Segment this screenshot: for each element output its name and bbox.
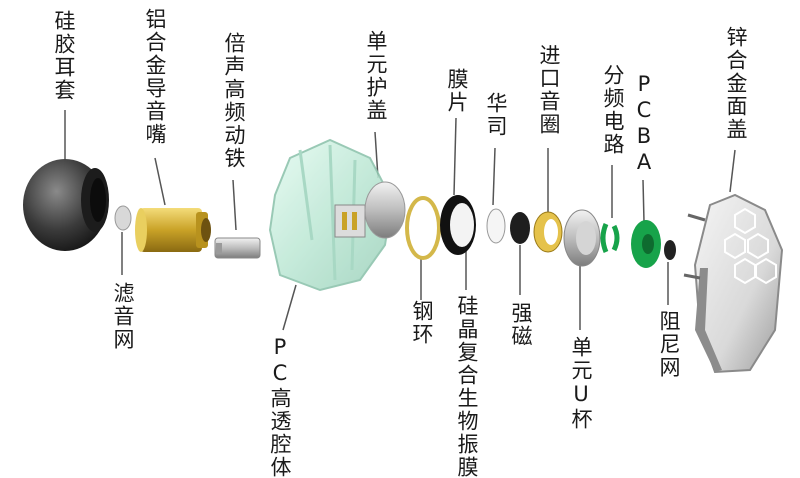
label-steel-ring: 钢环 xyxy=(410,300,434,346)
driver-cover-shape xyxy=(364,181,406,239)
steel-ring-shape xyxy=(405,196,441,260)
label-cavity: PC高透腔体 xyxy=(268,335,292,478)
ba-driver-shape xyxy=(214,237,261,259)
label-sound-ring: 进口音圈 xyxy=(537,44,561,136)
faceplate-shape xyxy=(683,193,784,374)
label-magnet: 强磁 xyxy=(509,302,533,348)
nozzle-shape xyxy=(135,208,211,252)
driver-cup-shape xyxy=(563,209,601,267)
label-driver-cover: 单元护盖 xyxy=(364,30,388,122)
filter-mesh-shape xyxy=(114,205,132,231)
washer-shape xyxy=(486,208,506,244)
label-damping-mesh: 阻尼网 xyxy=(657,310,681,379)
pcba-shape xyxy=(631,220,661,268)
label-membrane: 膜片 xyxy=(445,68,469,114)
sound-ring-shape xyxy=(533,211,563,253)
label-eartip: 硅胶耳套 xyxy=(52,10,76,102)
frequency-circuit-shape xyxy=(600,223,620,253)
damping-mesh-shape xyxy=(664,240,676,260)
label-pcba: PCBA xyxy=(632,72,656,176)
leader-lines xyxy=(64,110,736,331)
label-nozzle: 铝合金导音嘴 xyxy=(143,8,167,146)
magnet-shape xyxy=(510,212,530,244)
label-ba-driver: 倍声高频动铁 xyxy=(222,32,246,170)
label-washer: 华司 xyxy=(484,92,508,138)
diaphragm-shape xyxy=(440,195,476,255)
label-frequency-circuit: 分频电路 xyxy=(601,64,625,156)
label-filter-mesh: 滤音网 xyxy=(111,282,135,351)
label-diaphragm: 硅晶复合生物振膜 xyxy=(455,295,479,478)
eartip-shape xyxy=(23,159,109,251)
label-driver-cup: 单元U杯 xyxy=(569,336,593,431)
cavity-shape xyxy=(268,138,394,292)
label-faceplate: 锌合金面盖 xyxy=(724,26,748,141)
